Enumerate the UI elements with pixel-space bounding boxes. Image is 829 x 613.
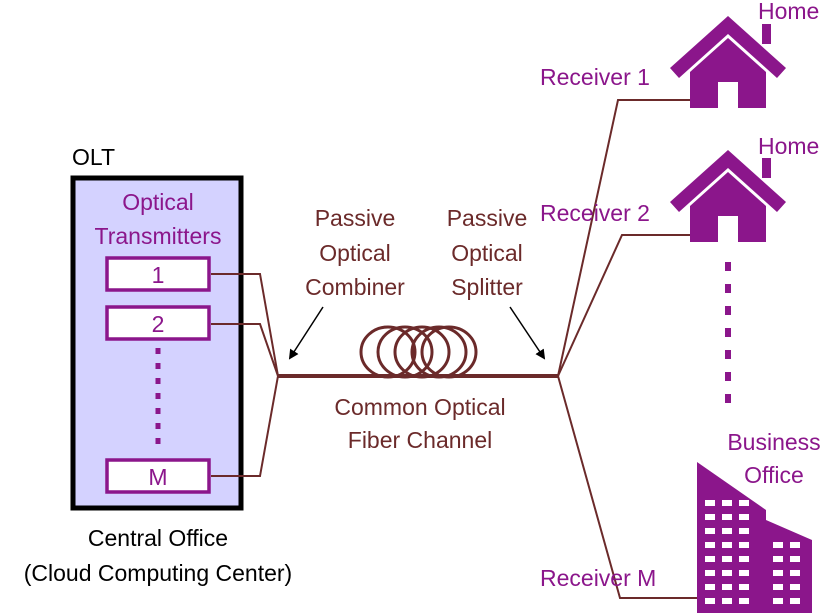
splitter-fibers bbox=[557, 99, 700, 599]
business-label-line2: Office bbox=[744, 462, 804, 488]
combiner-label-line3: Combiner bbox=[305, 274, 405, 300]
optical-transmitters-title-line1: Optical bbox=[122, 189, 194, 215]
channel-label-line1: Common Optical bbox=[334, 394, 505, 420]
transmitter-1-label: 1 bbox=[152, 262, 165, 288]
transmitter-2-label: 2 bbox=[152, 311, 165, 337]
home-1-label: Home bbox=[758, 0, 819, 24]
home-2-icon bbox=[670, 150, 786, 242]
optical-transmitters-title-line2: Transmitters bbox=[95, 223, 222, 249]
fiber-coil bbox=[359, 325, 478, 379]
receiver-2-label: Receiver 2 bbox=[540, 200, 650, 226]
combiner-label-line1: Passive bbox=[315, 205, 396, 231]
central-office-line2: (Cloud Computing Center) bbox=[24, 560, 292, 586]
receiver-1-label: Receiver 1 bbox=[540, 64, 650, 90]
transmitter-1: 1 bbox=[105, 256, 211, 292]
splitter-label-line2: Optical bbox=[451, 240, 523, 266]
olt-box bbox=[70, 175, 244, 511]
central-office-line1: Central Office bbox=[88, 525, 228, 551]
splitter-label-line1: Passive bbox=[447, 205, 528, 231]
business-label-line1: Business bbox=[727, 429, 820, 455]
home-2-label: Home bbox=[758, 133, 819, 159]
transmitter-m: M bbox=[105, 458, 211, 494]
olt-label: OLT bbox=[72, 144, 115, 170]
business-office-icon bbox=[697, 462, 812, 613]
transmitter-2: 2 bbox=[105, 305, 211, 341]
combiner-label-line2: Optical bbox=[319, 240, 391, 266]
combiner-arrow bbox=[288, 306, 324, 360]
splitter-arrow bbox=[509, 306, 546, 360]
channel-label-line2: Fiber Channel bbox=[348, 427, 492, 453]
receiver-m-label: Receiver M bbox=[540, 565, 656, 591]
transmitter-m-label: M bbox=[148, 464, 167, 490]
home-1-icon bbox=[670, 16, 786, 108]
splitter-label-line3: Splitter bbox=[451, 274, 523, 300]
transmitter-fibers bbox=[211, 273, 279, 477]
